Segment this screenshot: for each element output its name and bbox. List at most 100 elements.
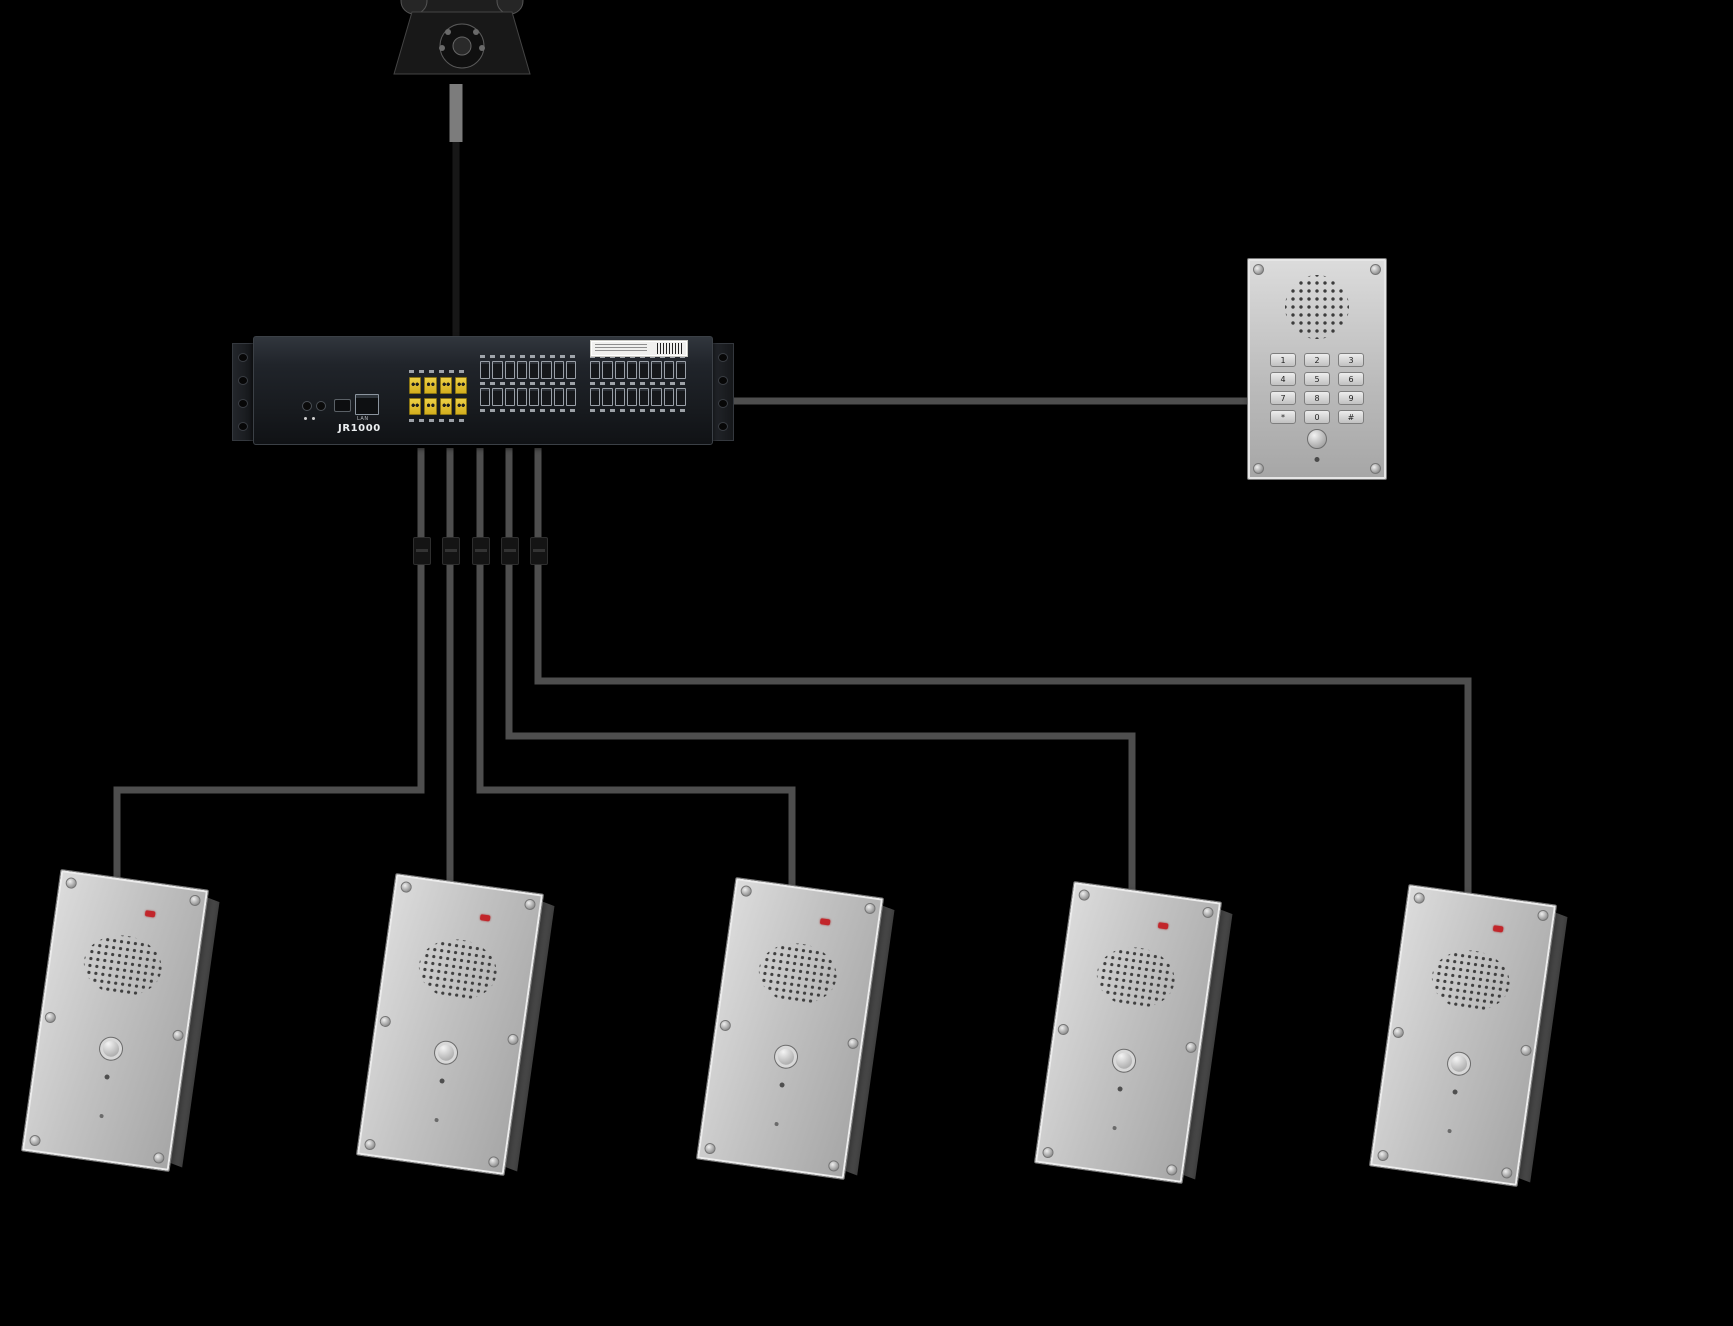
rs232-port xyxy=(334,399,351,412)
screw xyxy=(379,1014,392,1028)
screw xyxy=(523,898,537,911)
screw xyxy=(719,1018,732,1032)
status-led xyxy=(1492,925,1504,933)
port xyxy=(553,361,564,379)
port xyxy=(590,388,601,406)
tb xyxy=(439,377,452,394)
screw xyxy=(363,1138,377,1151)
speaker-grille xyxy=(1092,942,1179,1013)
cable-coupler xyxy=(413,537,431,565)
screw xyxy=(1057,1022,1070,1036)
mic-hole xyxy=(779,1082,785,1088)
port xyxy=(565,388,576,406)
port xyxy=(675,361,686,379)
port xyxy=(553,388,564,406)
keypad-key-2: 2 xyxy=(1304,353,1330,367)
screw xyxy=(1253,264,1264,275)
reset-button xyxy=(302,401,312,411)
hole xyxy=(718,376,728,385)
status-led xyxy=(1157,922,1169,930)
cable-coupler xyxy=(442,537,460,565)
screw xyxy=(1077,888,1091,902)
keypad-key-8: 8 xyxy=(1304,391,1330,405)
port xyxy=(639,361,650,379)
trunk-terminal-blocks xyxy=(409,370,467,422)
extension-port-bank-1 xyxy=(480,355,576,412)
port xyxy=(492,361,503,379)
door-station: 1 2 3 4 5 6 7 8 9 * 0 # xyxy=(1247,258,1387,480)
mic-hole xyxy=(439,1078,445,1084)
port xyxy=(504,388,515,406)
hole xyxy=(238,353,248,362)
port xyxy=(590,361,601,379)
keypad-key-4: 4 xyxy=(1270,372,1296,386)
status-led xyxy=(144,910,156,918)
port xyxy=(651,361,662,379)
power-button xyxy=(316,401,326,411)
speaker-grille xyxy=(754,938,841,1009)
status-leds xyxy=(304,417,315,420)
screw xyxy=(1376,1149,1390,1162)
screw xyxy=(1536,909,1550,922)
port xyxy=(651,388,662,406)
call-button xyxy=(772,1043,800,1071)
screw xyxy=(1041,1146,1055,1159)
keypad-key-7: 7 xyxy=(1270,391,1296,405)
port xyxy=(639,388,650,406)
tb xyxy=(424,377,437,394)
screw xyxy=(827,1159,841,1173)
keypad-key-9: 9 xyxy=(1338,391,1364,405)
port xyxy=(541,388,552,406)
mic-hole xyxy=(1452,1089,1458,1095)
port xyxy=(614,388,625,406)
cable-to-panel-5 xyxy=(534,448,1472,903)
mic-hole xyxy=(1117,1086,1123,1092)
port xyxy=(504,361,515,379)
cable-to-panel-3 xyxy=(476,448,796,896)
mounting-hole xyxy=(99,1113,104,1119)
port xyxy=(663,388,674,406)
speaker-grille xyxy=(1427,945,1514,1016)
cable-to-panel-1 xyxy=(113,448,425,892)
port xyxy=(663,361,674,379)
speaker-grille xyxy=(1285,275,1349,339)
tb xyxy=(409,398,422,415)
keypad-key-star: * xyxy=(1270,410,1296,424)
call-button xyxy=(1307,429,1327,449)
port xyxy=(480,388,491,406)
screw xyxy=(28,1134,42,1147)
keypad-key-6: 6 xyxy=(1338,372,1364,386)
screw xyxy=(64,876,78,890)
port xyxy=(565,361,576,379)
hole xyxy=(238,376,248,385)
port xyxy=(480,361,491,379)
screw xyxy=(506,1032,520,1046)
screw xyxy=(188,894,202,907)
port xyxy=(602,361,613,379)
screw xyxy=(1412,891,1426,905)
pbx-chassis: LAN JR1000 xyxy=(253,336,713,445)
port xyxy=(516,361,527,379)
screw xyxy=(846,1036,860,1050)
call-button xyxy=(1445,1050,1473,1078)
screw xyxy=(1370,463,1381,474)
speaker-grille xyxy=(79,930,166,1001)
hole xyxy=(718,422,728,431)
keypad-key-3: 3 xyxy=(1338,353,1364,367)
mic-hole xyxy=(1314,457,1320,462)
screw xyxy=(152,1151,166,1165)
telephone-icon xyxy=(372,0,550,88)
keypad-key-5: 5 xyxy=(1304,372,1330,386)
tb xyxy=(409,377,422,394)
mounting-hole xyxy=(774,1121,779,1127)
tb xyxy=(454,398,467,415)
status-led xyxy=(819,918,831,926)
port xyxy=(529,388,540,406)
hole xyxy=(718,353,728,362)
screw xyxy=(487,1155,501,1169)
port xyxy=(541,361,552,379)
call-button xyxy=(97,1035,125,1063)
lan-port xyxy=(355,394,379,415)
rack-ear-right xyxy=(712,343,734,441)
